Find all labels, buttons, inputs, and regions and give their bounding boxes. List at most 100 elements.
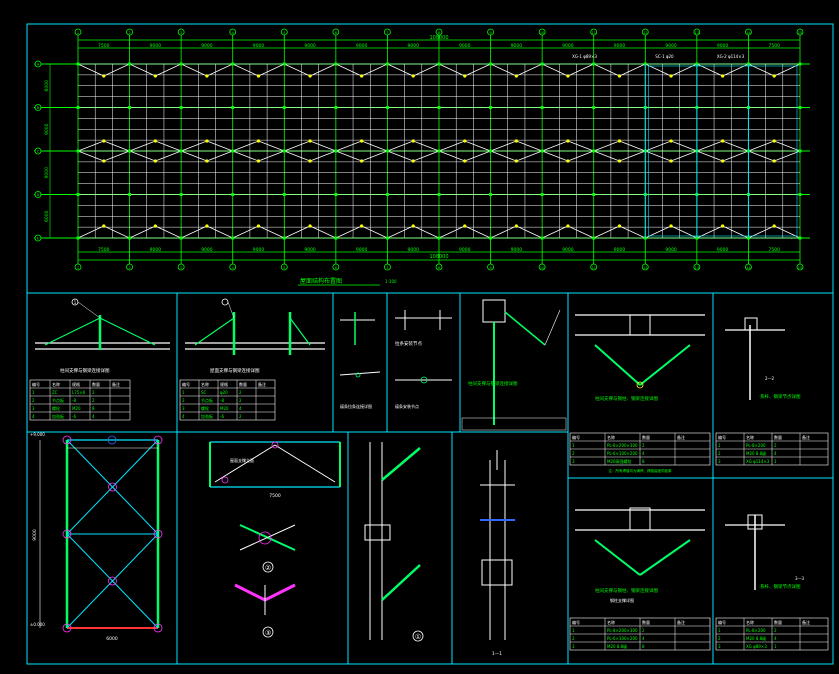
brace-node [308,74,312,78]
column-node [76,62,80,66]
table-cell: L75×6 [72,390,86,395]
table-border [179,379,276,421]
axis-label-top: 4 [232,31,235,35]
column-node [231,236,235,240]
table-cell: 2 [92,398,95,403]
brace-node [566,224,570,228]
column-node [437,236,441,240]
brace-node [102,224,106,228]
roof-brace [438,140,465,152]
axis-bubble-top [280,28,288,36]
brace-node [617,74,622,78]
table-cell: 1 [774,644,777,649]
axis-bubble-top [384,28,391,36]
brace-node [308,159,312,163]
column-node [489,149,493,153]
roof-brace [155,140,182,152]
roof-brace [464,225,491,239]
roof-brace [670,140,698,152]
axis-label-top: 12 [643,31,647,35]
table-cell: 2 [572,636,575,641]
brace-right [639,539,691,576]
axis-label-left: E [37,237,39,241]
roof-brace [593,150,620,162]
column-node [437,149,441,153]
roof-brace [155,150,182,162]
roof-brace [593,140,620,152]
column-node [231,149,235,153]
roof-brace [103,150,130,162]
axis-bubble-top [177,28,185,36]
table-cell: XG φ89×3 [746,644,767,649]
table-cell: 编号 [718,434,726,440]
elevation-width: 6000 [106,636,118,642]
table-cell: 备注 [112,381,120,387]
axis-bubble-bottom [332,263,340,271]
axis-bubble-left [34,147,42,155]
axis-bubble-left [34,191,42,198]
bottom-span-label: 7500 [98,247,110,253]
detail-f-title: 系杆、钢梁节点详图 [760,393,801,400]
axis-bubble-bottom [641,263,649,271]
column-node [128,106,132,109]
brace-node [360,159,364,163]
axis-label-bottom: 14 [746,266,751,270]
column-node [540,193,544,196]
table-cell: 4 [239,406,242,411]
brace-node [669,224,673,228]
column-node [334,236,338,240]
column-node [489,236,493,240]
table-cell: -6 [72,414,76,419]
node-circle [636,381,644,389]
brace-node [153,139,157,143]
roof-brace [696,150,723,162]
node3-member-right [264,583,296,602]
table-cell: 3 [572,644,575,649]
roof-brace [232,225,259,239]
axis-bubble-top [538,28,546,36]
brace-upper [381,447,421,481]
table-cell: 4 [32,414,35,419]
axis-label-bottom: 12 [643,266,647,270]
axis-bubble-bottom [745,263,752,271]
roof-brace [748,150,775,162]
brace-node [360,139,364,143]
column-node [798,236,802,240]
table-cell: 备注 [802,619,810,625]
column-node [798,149,802,153]
axis-label-bottom: 6 [335,266,337,270]
table-cell: PL-8×200 [746,443,766,448]
node-callout [153,529,163,539]
table-cell: PL-8×200×300 [607,628,638,633]
table-cell: PL-6×100×200 [607,636,638,641]
brace-node [411,139,415,143]
roof-brace [258,225,285,239]
roof-brace [541,140,569,152]
table-cell: 2 [718,636,721,641]
brace-left [44,317,101,346]
roof-brace [77,140,104,152]
column-node [179,149,183,153]
roof-brace [670,150,698,162]
table-cell: 编号 [572,434,580,440]
brace-node [772,139,776,143]
callout-leader [77,301,101,319]
column-node [540,62,544,66]
brace-node [205,159,209,163]
brace-node [669,74,673,78]
axis-bubble-left [34,104,42,111]
column-node [231,62,235,66]
table-cell: SC [201,390,207,395]
roof-brace [413,63,440,77]
roof-brace [413,140,440,152]
brace-node [463,139,467,143]
table-cell: 3 [718,644,721,649]
top-span-label: 9000 [459,43,471,49]
table-cell: 1 [32,390,35,395]
brace-node [772,224,776,228]
table-cell: 1 [774,459,777,464]
roof-brace [438,63,465,77]
